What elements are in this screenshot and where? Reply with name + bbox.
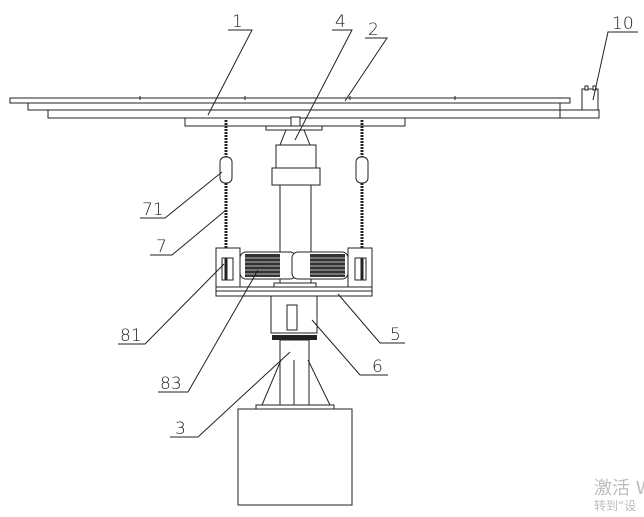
label-71: 71 bbox=[142, 200, 164, 220]
label-5: 5 bbox=[390, 325, 401, 345]
label-81: 81 bbox=[120, 326, 142, 346]
support-post-3 bbox=[255, 339, 335, 410]
column-base bbox=[273, 282, 317, 288]
label-4: 4 bbox=[335, 12, 346, 32]
leader-lines bbox=[118, 29, 638, 438]
activation-watermark-subtitle: 转到“设 bbox=[594, 499, 637, 513]
label-6: 6 bbox=[372, 357, 383, 377]
mounting-plate-5 bbox=[215, 286, 373, 297]
label-83: 83 bbox=[160, 374, 182, 394]
label-7: 7 bbox=[156, 237, 167, 257]
gearbox-6 bbox=[270, 295, 318, 334]
rotating-plate-4 bbox=[265, 116, 323, 186]
activation-watermark-title: 激活 W bbox=[594, 478, 644, 499]
label-2: 2 bbox=[368, 20, 379, 40]
label-10: 10 bbox=[612, 14, 634, 34]
roller-71 bbox=[219, 156, 369, 184]
label-1: 1 bbox=[232, 12, 243, 32]
base-box bbox=[237, 408, 353, 506]
motor-83 bbox=[239, 251, 349, 280]
solar-panel-1 bbox=[9, 96, 600, 119]
label-3: 3 bbox=[175, 419, 186, 439]
gear bbox=[272, 335, 317, 340]
